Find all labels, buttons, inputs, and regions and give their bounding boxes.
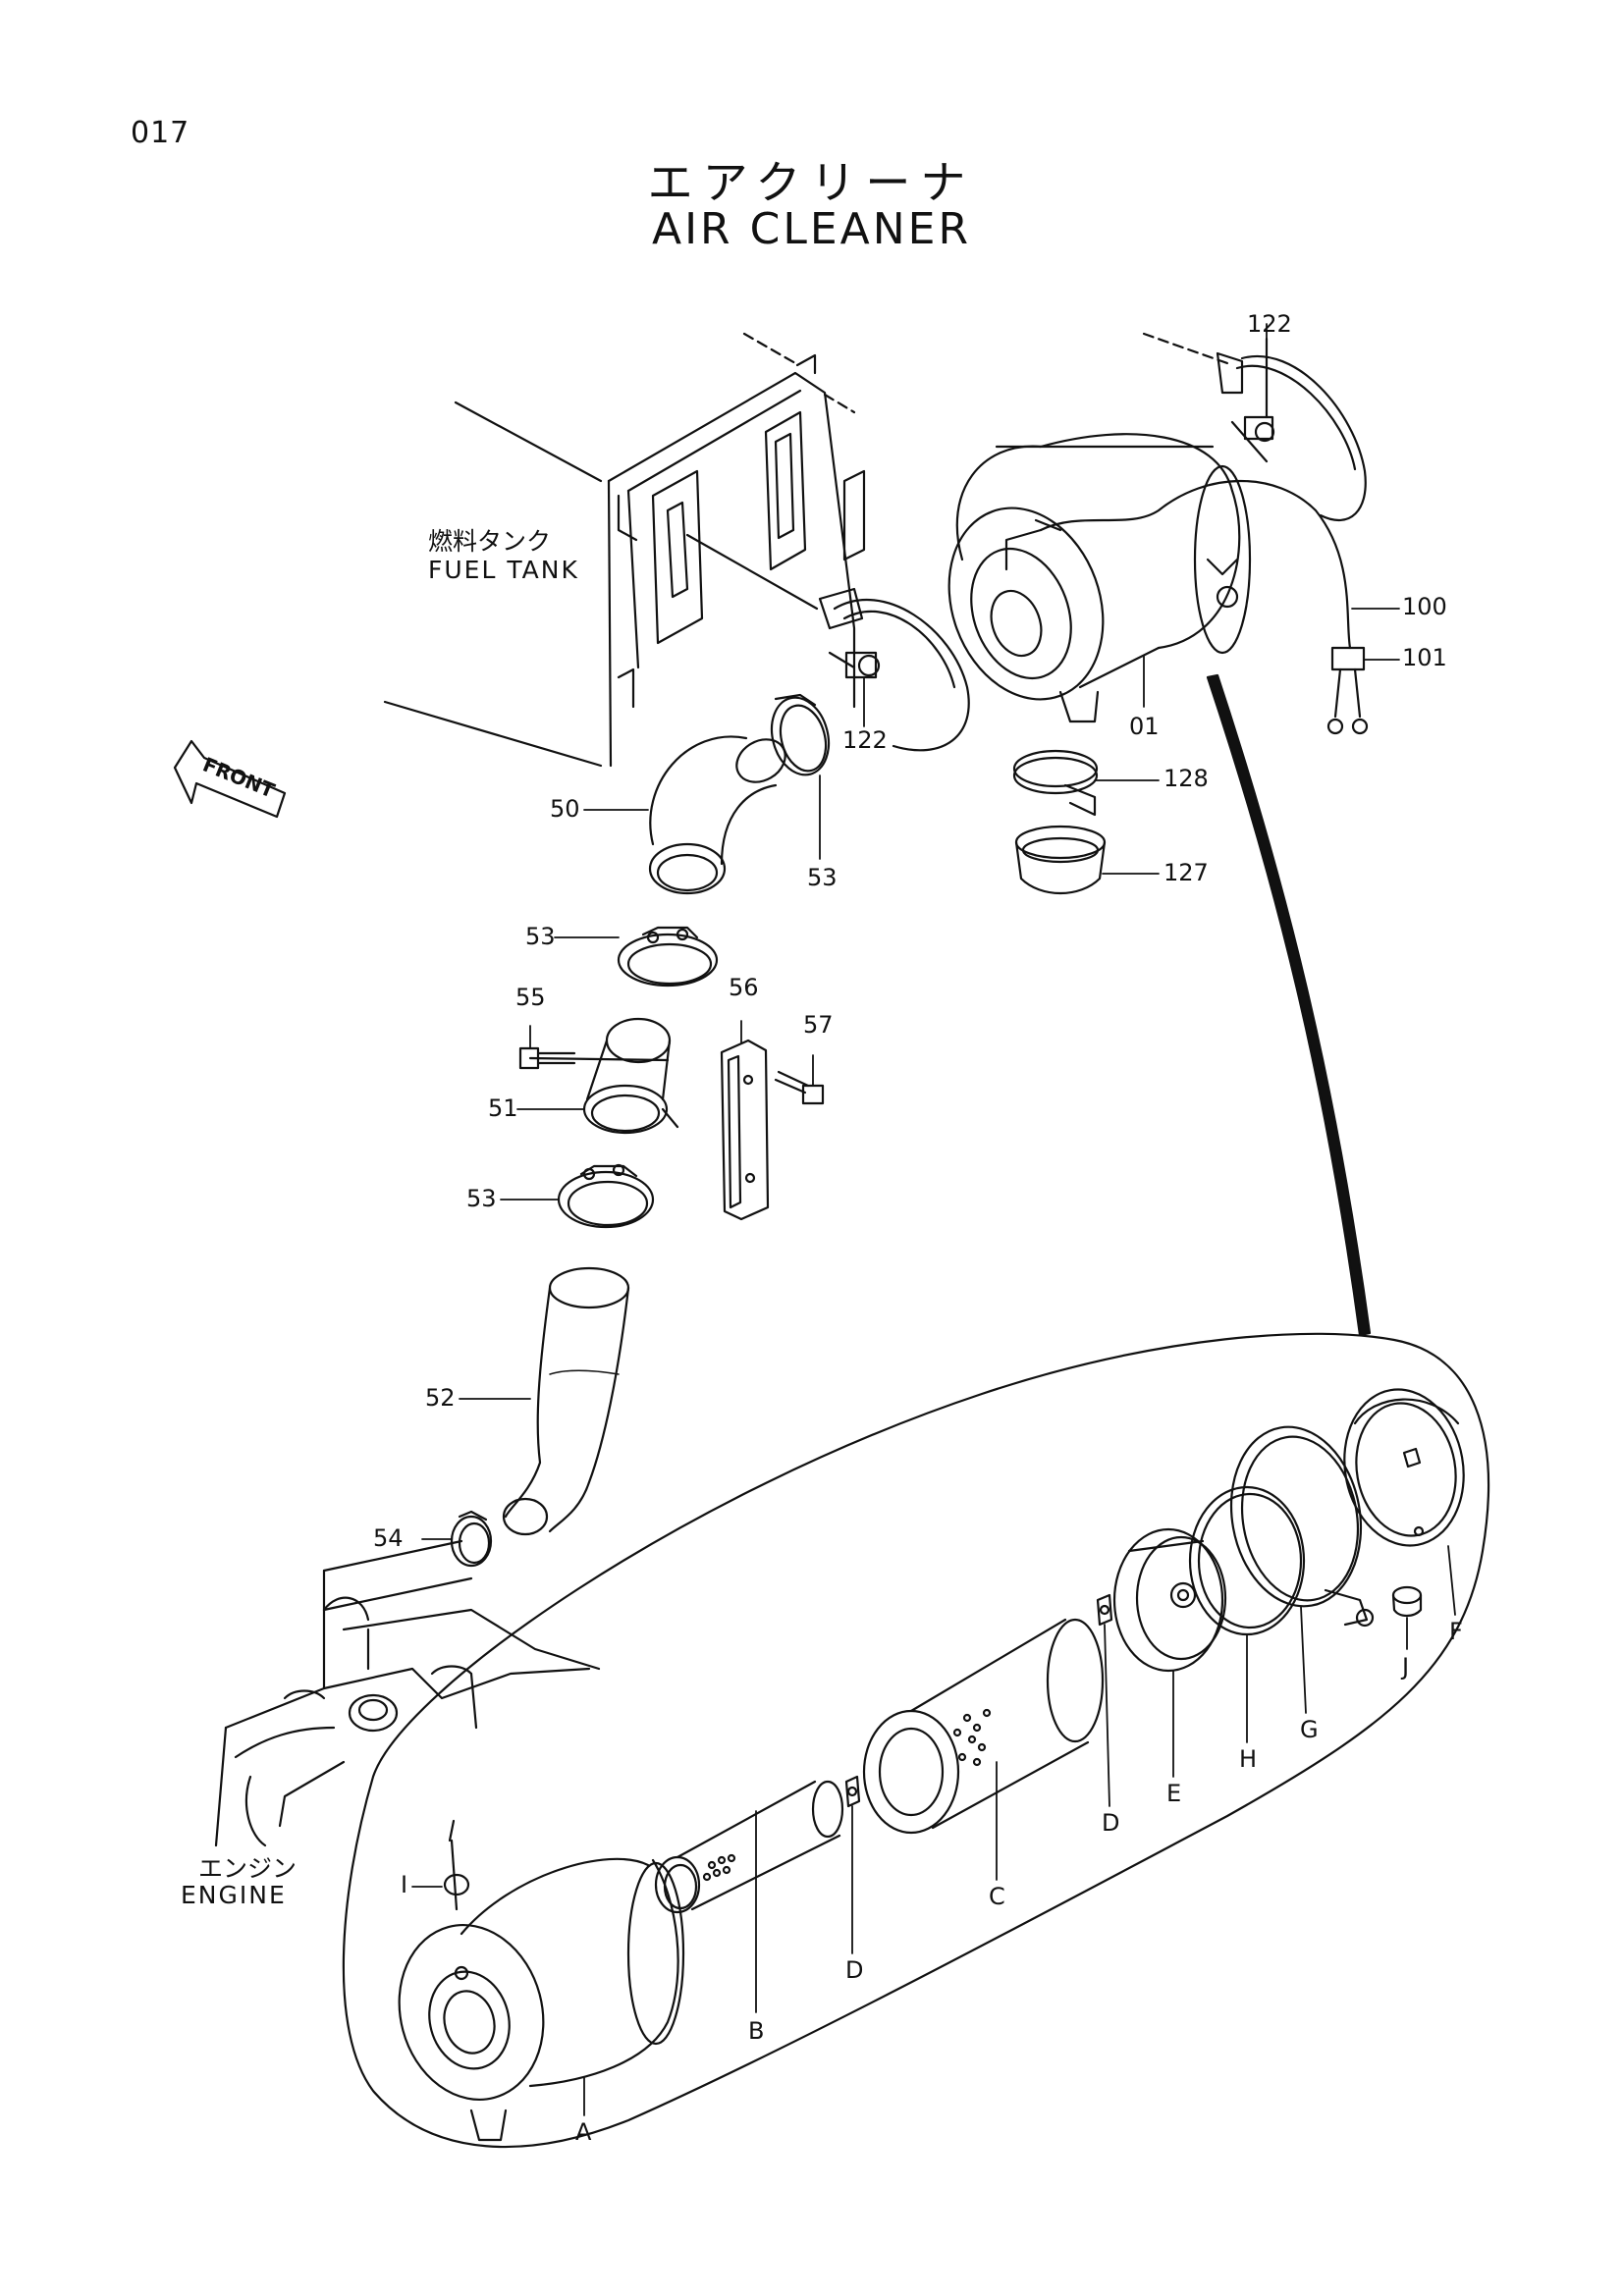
- callout-56: 56: [729, 974, 759, 1001]
- callout-127: 127: [1163, 859, 1209, 886]
- hose-52: [502, 1266, 630, 1536]
- elbow-hose-50: [648, 735, 786, 895]
- callout-a: A: [575, 2118, 592, 2146]
- part-d-nut-2: [1096, 1593, 1113, 1627]
- part-h-gasket: [1188, 1485, 1306, 1636]
- clamp-54: [450, 1510, 493, 1568]
- callout-122-upper: 122: [1247, 310, 1292, 338]
- callout-55: 55: [515, 984, 546, 1011]
- callout-53-middle: 53: [525, 923, 556, 950]
- part-a-housing: [398, 1819, 685, 2142]
- band-bracket-lower: [818, 587, 970, 752]
- part-e-cover: [1112, 1527, 1227, 1673]
- callout-54: 54: [373, 1524, 404, 1552]
- callout-01: 01: [1129, 713, 1160, 740]
- bolt-57: [774, 1070, 825, 1105]
- callout-53-upper: 53: [807, 864, 838, 891]
- fuel-tank-panel: [383, 332, 866, 768]
- engine: [214, 1539, 601, 1847]
- callout-c: C: [989, 1883, 1005, 1910]
- callout-leaders: [411, 323, 1456, 2116]
- callout-122-lower: 122: [842, 726, 888, 754]
- clamp-53-lower: [557, 1163, 655, 1229]
- fuel-tank-label-jp: 燃料タンク: [428, 527, 552, 556]
- title-english: AIR CLEANER: [651, 204, 972, 254]
- part-j-valve: [1391, 1585, 1423, 1618]
- clamp-128: [1012, 749, 1099, 817]
- callout-h: H: [1239, 1745, 1258, 1773]
- title-japanese: エアクリーナ: [647, 156, 976, 209]
- pipe-51: [518, 1017, 679, 1135]
- band-bracket-upper: [1142, 332, 1367, 521]
- callout-50: 50: [550, 795, 580, 823]
- air-cleaner-assembly: [947, 433, 1369, 735]
- page-number: 017: [131, 116, 190, 150]
- part-f-bowl: [1343, 1388, 1465, 1547]
- engine-label-en: ENGINE: [181, 1881, 287, 1909]
- exploded-view-outline: [342, 673, 1490, 2149]
- callout-57: 57: [803, 1011, 834, 1039]
- callout-e: E: [1166, 1780, 1182, 1807]
- front-arrow: [173, 739, 287, 819]
- callout-d-lower: D: [845, 1956, 864, 1984]
- bracket-56: [720, 1039, 770, 1221]
- hose-127: [1014, 825, 1107, 895]
- clamp-53-upper: [770, 693, 831, 776]
- part-b-safety-element: [654, 1780, 844, 1914]
- part-c-main-element: [862, 1618, 1105, 1835]
- callout-d-upper: D: [1102, 1809, 1120, 1837]
- callout-g: G: [1300, 1716, 1319, 1743]
- engine-label-jp: エンジン: [198, 1854, 298, 1883]
- callout-b: B: [748, 2017, 765, 2045]
- callout-52: 52: [425, 1384, 456, 1412]
- callout-i: I: [401, 1871, 408, 1898]
- callout-51: 51: [488, 1095, 518, 1122]
- fuel-tank-label-en: FUEL TANK: [428, 556, 579, 584]
- clamp-53-middle: [617, 926, 719, 988]
- callout-101: 101: [1402, 644, 1447, 671]
- part-d-nut-1: [844, 1775, 861, 1808]
- callout-53-lower: 53: [466, 1185, 497, 1212]
- callout-j: J: [1402, 1653, 1410, 1681]
- callout-100: 100: [1402, 593, 1447, 620]
- callout-128: 128: [1163, 765, 1209, 792]
- callout-f: F: [1449, 1618, 1463, 1645]
